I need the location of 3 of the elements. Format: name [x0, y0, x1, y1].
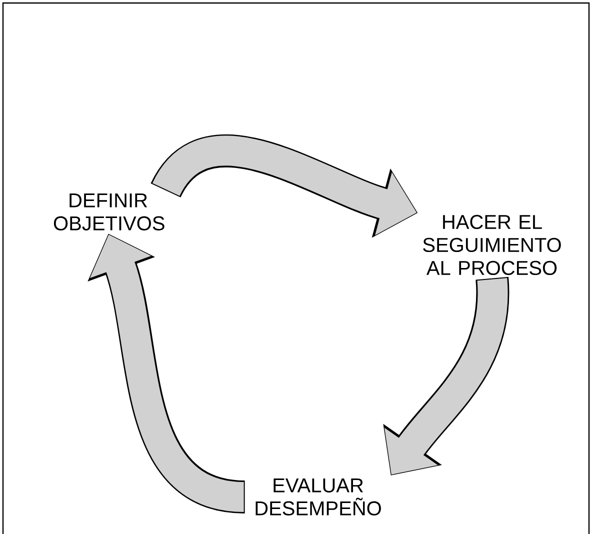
- step-label: HACER EL SEGUIMIENTO AL PROCESO: [423, 214, 561, 276]
- step-label: EVALUAR DESEMPEÑO: [256, 478, 381, 516]
- step-label: DEFINIR OBJETIVOS: [54, 194, 164, 230]
